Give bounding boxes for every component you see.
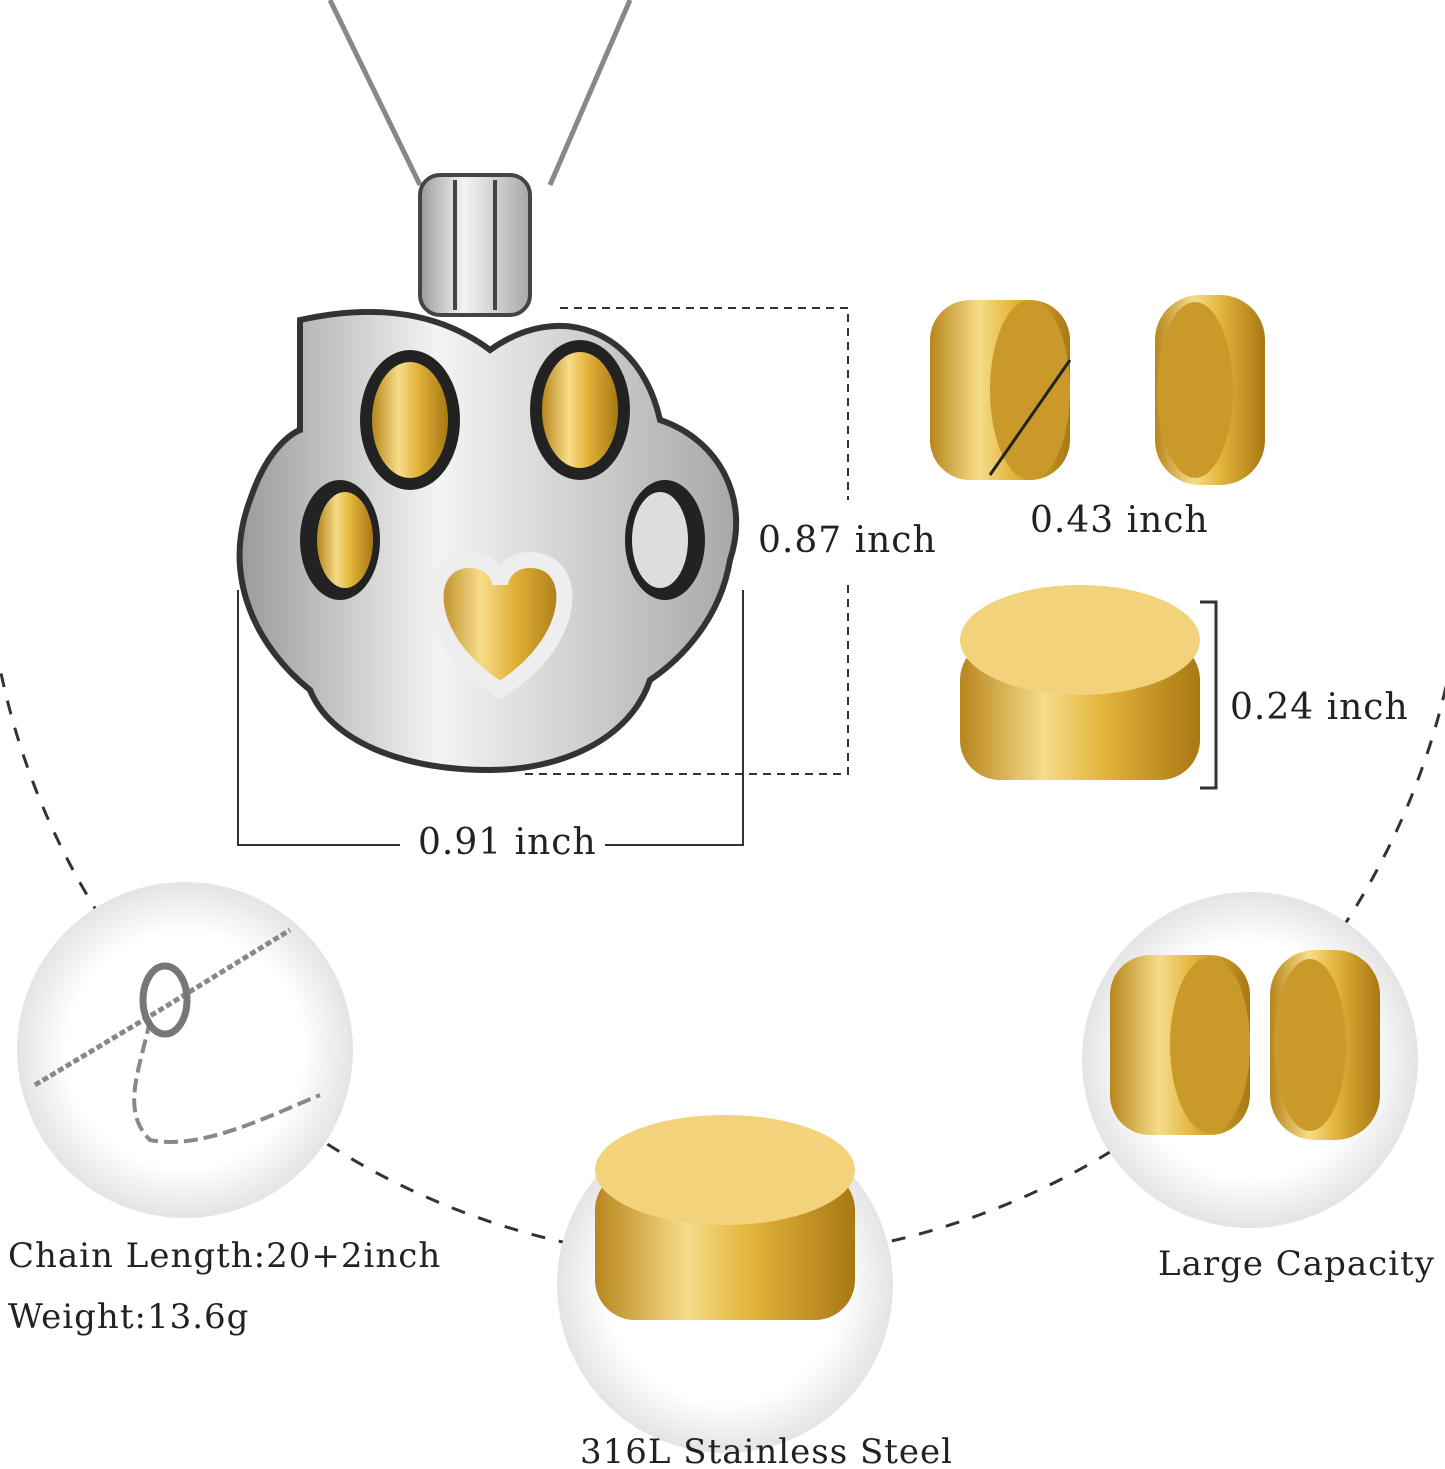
- height-label: 0.87 inch: [758, 520, 937, 561]
- diameter-label: 0.43 inch: [1030, 500, 1209, 541]
- capsule-parts-bottom: [1110, 950, 1380, 1140]
- closed-capsule-bottom: [595, 1115, 855, 1320]
- width-label: 0.91 inch: [418, 822, 597, 863]
- chain-length-label: Chain Length:20+2inch: [8, 1236, 442, 1276]
- capsule-height-label: 0.24 inch: [1230, 687, 1409, 728]
- capsule-parts-top: [930, 295, 1265, 485]
- material-label: 316L Stainless Steel: [580, 1432, 954, 1469]
- paw-pendant: [236, 308, 740, 774]
- closed-capsule: [960, 585, 1200, 780]
- necklace-chain: [33, 0, 633, 1144]
- capacity-label: Large Capacity: [1158, 1244, 1435, 1284]
- dimension-lines: [237, 307, 1218, 846]
- chain-circle: [17, 882, 353, 1218]
- weight-label: Weight:13.6g: [8, 1297, 250, 1337]
